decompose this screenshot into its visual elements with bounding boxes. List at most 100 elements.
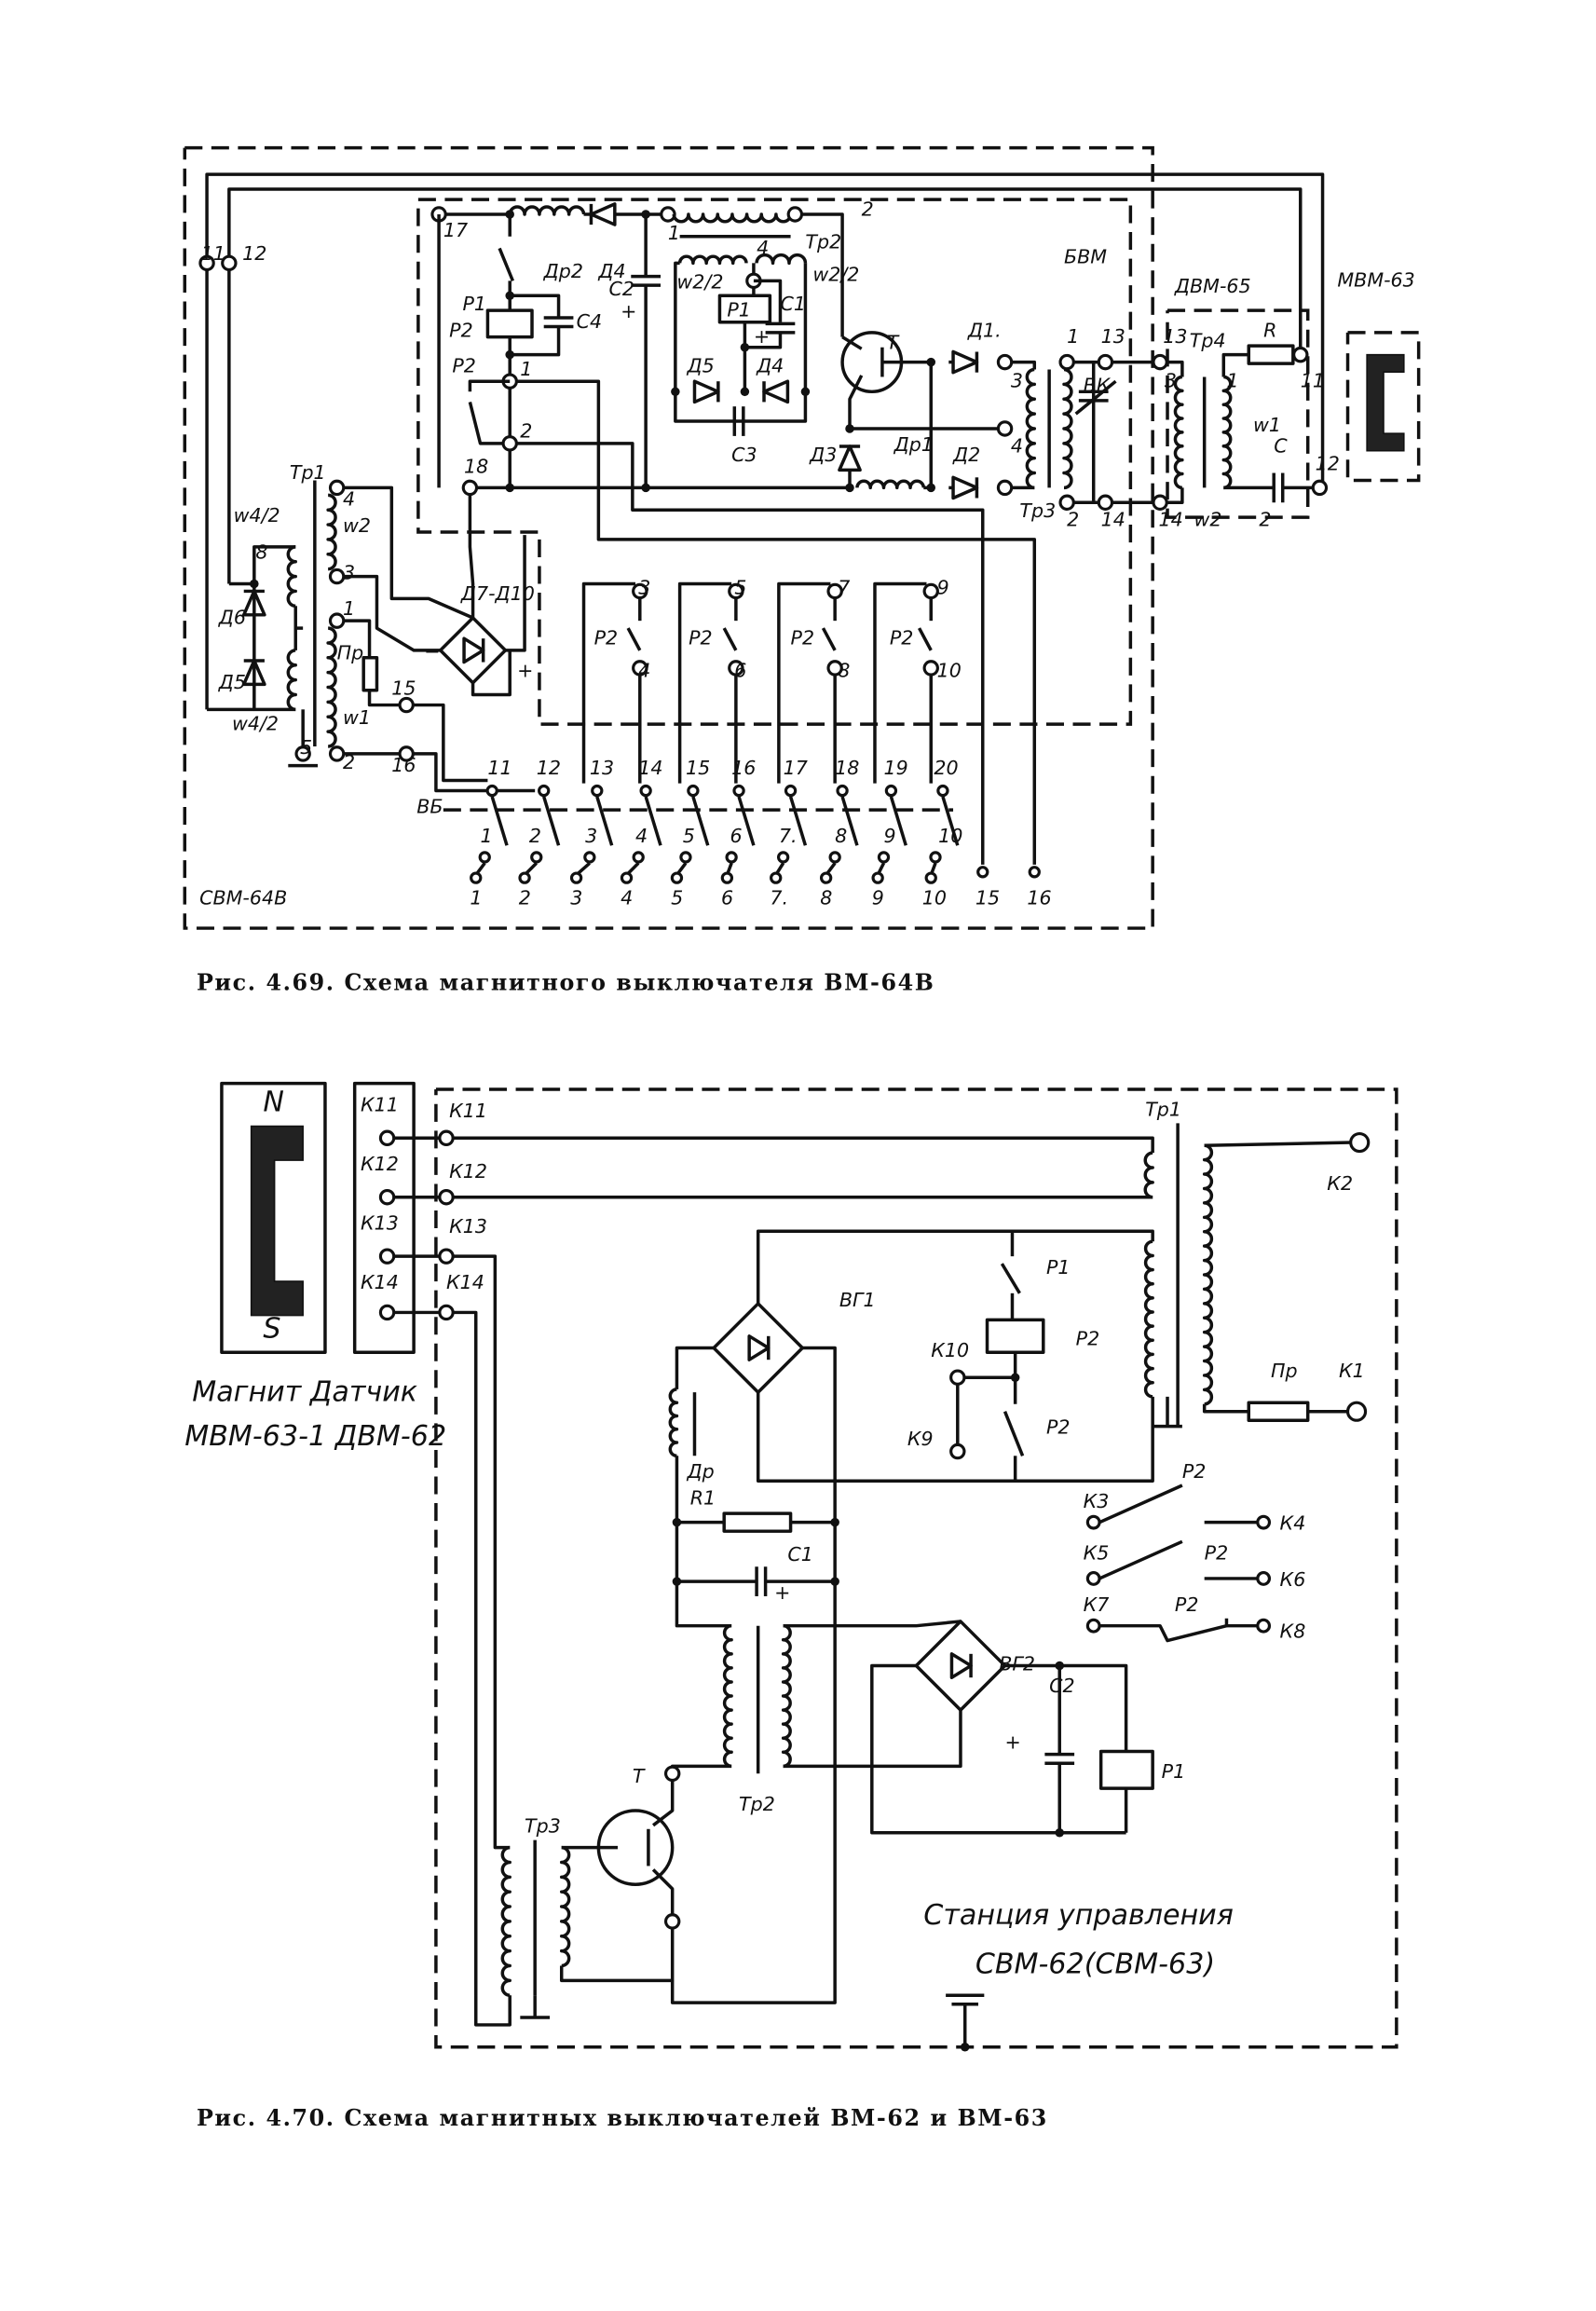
wire <box>452 1136 1154 1154</box>
label: + <box>517 659 533 681</box>
junction-dot <box>960 2042 970 2052</box>
terminal <box>871 871 884 884</box>
wire <box>1003 1411 1025 1456</box>
terminal <box>1058 494 1075 511</box>
wire <box>626 627 642 651</box>
label: К8 <box>1280 1620 1306 1642</box>
wire <box>652 1779 675 1827</box>
label: МВМ-63 <box>1337 269 1414 292</box>
label: СВМ-62(СВМ-63) <box>975 1948 1215 1980</box>
diode <box>241 659 266 687</box>
label: Магнит Датчик <box>192 1376 417 1409</box>
junction-dot <box>505 349 514 360</box>
label: Д5 <box>687 355 715 377</box>
label: 4 <box>638 659 650 681</box>
terminal <box>776 851 790 864</box>
terminal <box>877 851 891 864</box>
rectifier-bridge <box>712 1302 805 1394</box>
terminal <box>1152 353 1168 371</box>
label: 12 <box>242 242 266 265</box>
wire <box>963 1375 1017 1404</box>
label: 8 <box>255 541 267 564</box>
label: 6 <box>730 825 743 847</box>
wire <box>1010 360 1037 370</box>
wire <box>918 627 933 651</box>
label: К13 <box>361 1212 399 1235</box>
label: Тр2 <box>739 1793 775 1815</box>
terminal <box>1256 1571 1272 1586</box>
label: Р2 <box>1076 1327 1100 1349</box>
terminal <box>1345 1401 1368 1422</box>
label: К1 <box>1339 1360 1365 1382</box>
label: Д2 <box>952 444 980 466</box>
resistor-r1 <box>722 1511 793 1533</box>
terminal <box>378 1248 396 1265</box>
terminal <box>996 353 1014 371</box>
coil-winding <box>668 1388 679 1458</box>
wire <box>670 1764 732 1774</box>
terminal <box>725 851 738 864</box>
label: 3 <box>585 825 597 847</box>
label: К5 <box>1084 1541 1110 1564</box>
resistor-r <box>1247 344 1295 365</box>
label: К14 <box>361 1271 399 1293</box>
wire <box>515 379 1037 865</box>
terminal <box>1152 494 1168 511</box>
wire <box>595 796 614 846</box>
junction-dot <box>1055 1661 1064 1671</box>
wire <box>227 187 1303 584</box>
label: Р2 <box>689 627 713 650</box>
diode <box>949 1652 973 1679</box>
label: 15 <box>391 677 416 699</box>
coil-winding <box>1202 1143 1214 1406</box>
junction-dot <box>740 387 750 397</box>
label: С2 <box>608 278 634 300</box>
label: R1 <box>690 1487 716 1510</box>
wire <box>342 485 474 620</box>
diode <box>951 349 979 375</box>
wire <box>452 1254 511 1850</box>
wire <box>753 279 783 322</box>
label: 10 <box>922 887 947 909</box>
terminal <box>501 435 518 452</box>
terminal <box>663 1765 681 1783</box>
wire <box>468 401 504 445</box>
wire <box>515 442 985 865</box>
label: 2 <box>343 751 355 773</box>
diode <box>462 636 485 664</box>
label: 5 <box>683 825 695 847</box>
label: С1 <box>787 1543 813 1566</box>
label: К11 <box>361 1094 399 1116</box>
wire <box>788 796 808 846</box>
label: w4/2 <box>232 713 279 735</box>
wire <box>756 1229 1154 1304</box>
wire <box>498 247 515 282</box>
junction-dot <box>505 291 514 300</box>
label: 4 <box>757 237 769 259</box>
label: Р2 <box>1205 1541 1229 1564</box>
label: 1 <box>1226 370 1238 392</box>
terminal <box>836 784 849 798</box>
label: Др2 <box>543 260 583 282</box>
coil-winding <box>672 212 793 224</box>
label: С4 <box>577 310 603 333</box>
terminal <box>378 1129 396 1147</box>
label: 5 <box>671 887 683 909</box>
label: 4 <box>635 825 648 847</box>
terminal <box>569 871 583 884</box>
magnet-shape <box>250 1125 304 1317</box>
label: Тр3 <box>525 1815 561 1838</box>
terminal <box>221 254 238 272</box>
terminal <box>1256 1618 1272 1634</box>
label: Др1 <box>893 433 934 456</box>
terminal <box>591 784 604 798</box>
label: 18 <box>464 456 488 478</box>
label: К4 <box>1280 1512 1306 1535</box>
rectifier-bridge <box>914 1620 1007 1712</box>
label: 1 <box>480 825 492 847</box>
label: БВМ <box>1064 245 1107 267</box>
label: К3 <box>1084 1490 1110 1512</box>
label: 5 <box>734 577 746 599</box>
label: 7 <box>838 577 850 599</box>
